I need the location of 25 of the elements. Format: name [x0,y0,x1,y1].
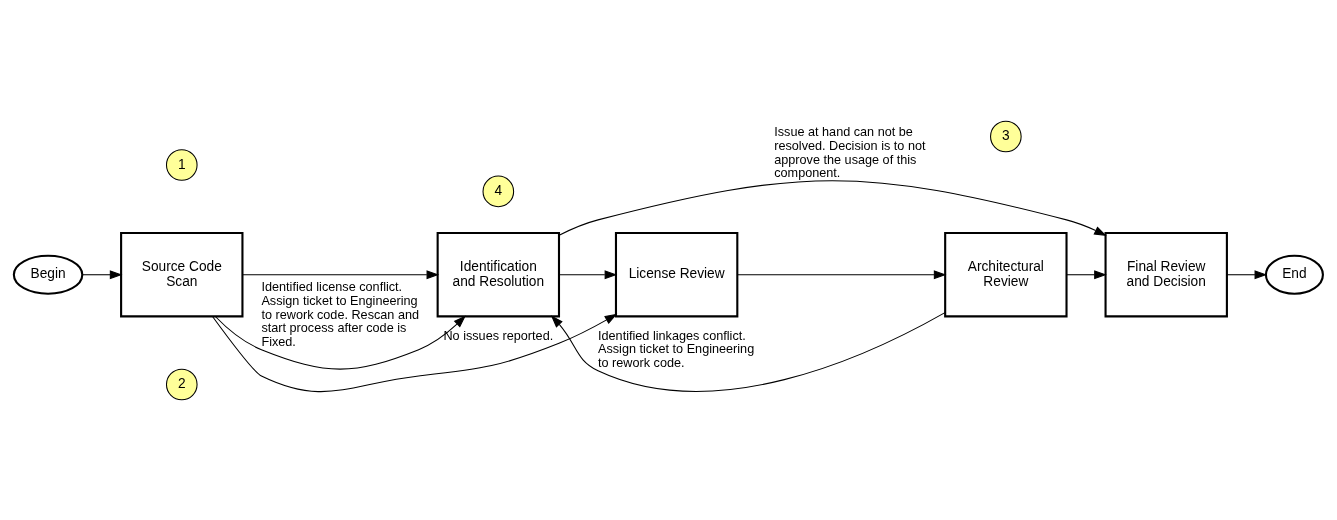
edge-label: Identified license conflict. Assign ticket to Engineering to rework code. Rescan and start process after code is Fixed. [261,279,420,349]
node-box: Final Review and Decision [1104,231,1228,317]
node-circle: 4 [482,175,515,207]
node-circle: 1 [165,148,198,181]
arrow [558,269,618,279]
arrow [558,179,1107,236]
arrow [212,313,618,392]
node-ellipse: End [1264,254,1324,295]
node-box: Architectural Review [944,231,1068,317]
node-box: Source Code Scan [120,231,244,317]
arrow [81,269,123,279]
arrow [1226,269,1268,279]
node-circle: 2 [165,368,198,400]
edge-label: Issue at hand can not be resolved. Decision is to not approve the usage of this component. [774,124,926,180]
arrow [242,269,440,279]
node-box: Identification and Resolution [436,231,561,317]
arrow [550,311,946,392]
arrow [737,269,947,279]
arrow [1066,269,1107,279]
node-ellipse: Begin [12,254,84,295]
edge-label: Identified linkages conflict. Assign ticket to Engineering to rework code. [598,328,755,370]
edge-label: No issues reported. [443,328,554,343]
node-circle: 3 [990,120,1022,152]
arrow [214,314,466,370]
node-box: License Review [614,231,739,317]
